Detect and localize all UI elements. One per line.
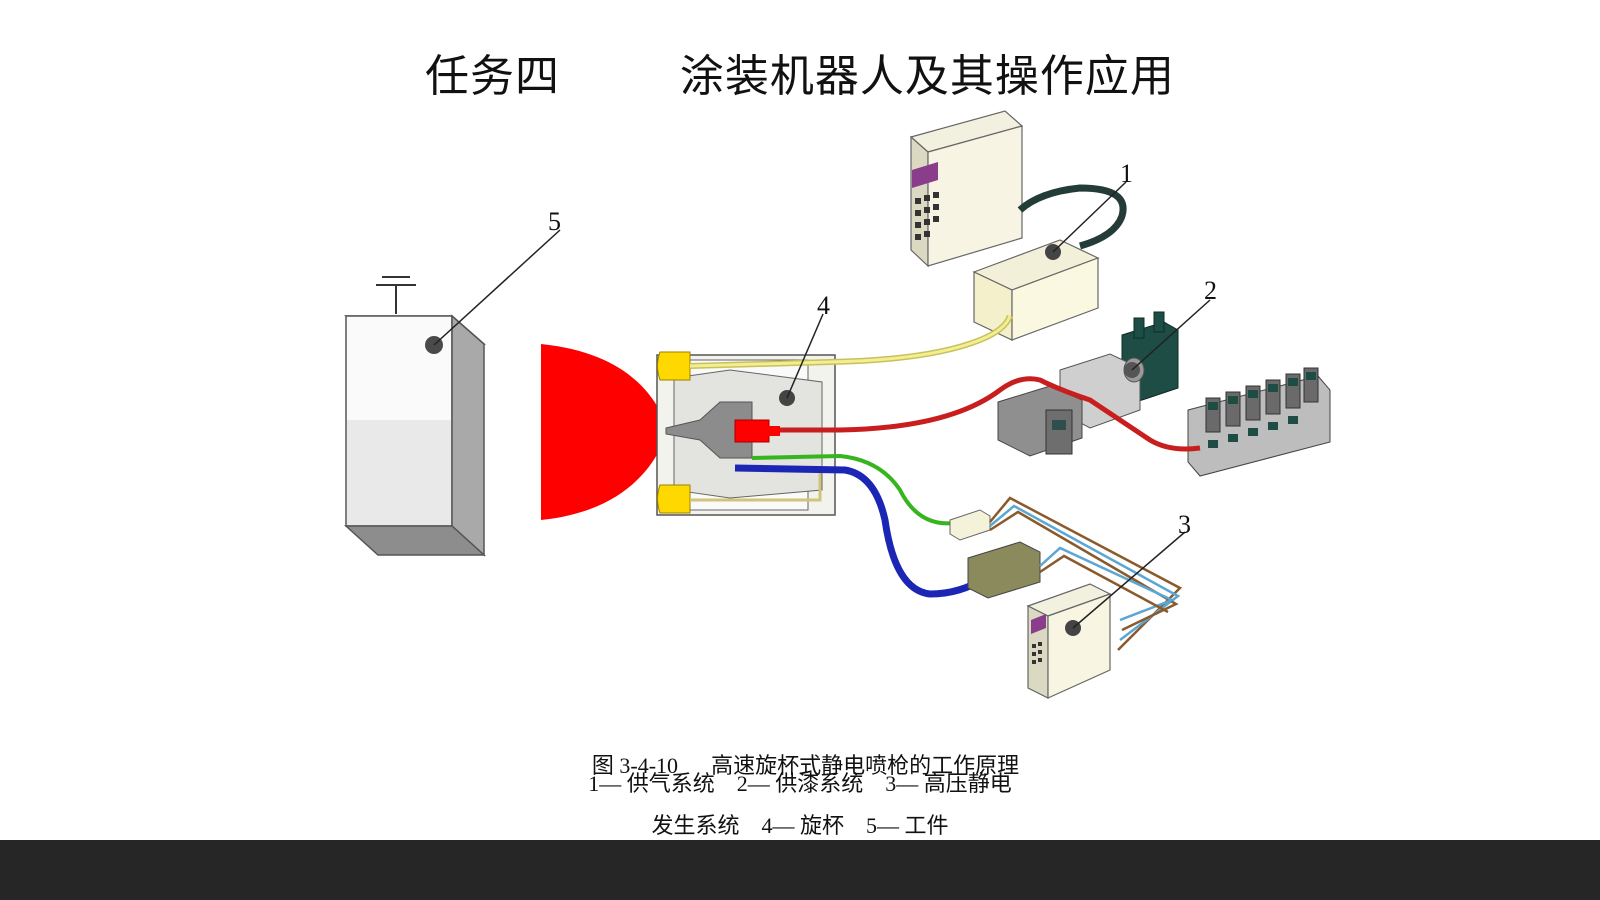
legend-line-1: 1— 供气系统 2— 供漆系统 3— 高压静电	[588, 771, 1012, 796]
label-2: 2	[1204, 276, 1217, 305]
paint-supply-system	[997, 311, 1331, 477]
leader-lines	[433, 181, 1211, 629]
label-1: 1	[1120, 159, 1133, 188]
footer-bar	[0, 840, 1600, 900]
connection-lines	[689, 314, 1201, 598]
figure-number: 图 3-4-10	[591, 753, 679, 778]
label-5: 5	[548, 207, 561, 236]
label-4: 4	[817, 291, 830, 320]
label-3: 3	[1178, 510, 1191, 539]
paint-spray	[541, 344, 668, 520]
air-supply-system	[909, 110, 1127, 341]
hv-generator-system	[949, 496, 1183, 699]
workpiece	[344, 276, 486, 557]
slide-title: 任务四 涂装机器人及其操作应用	[425, 51, 1175, 102]
rotary-bell-gun	[656, 351, 836, 516]
figure-caption: 图 3-4-10 高速旋杯式静电喷枪的工作原理	[0, 722, 1600, 780]
legend-line-2: 发生系统 4— 旋杯 5— 工件	[651, 813, 949, 838]
figure-title: 高速旋杯式静电喷枪的工作原理	[711, 754, 1020, 779]
